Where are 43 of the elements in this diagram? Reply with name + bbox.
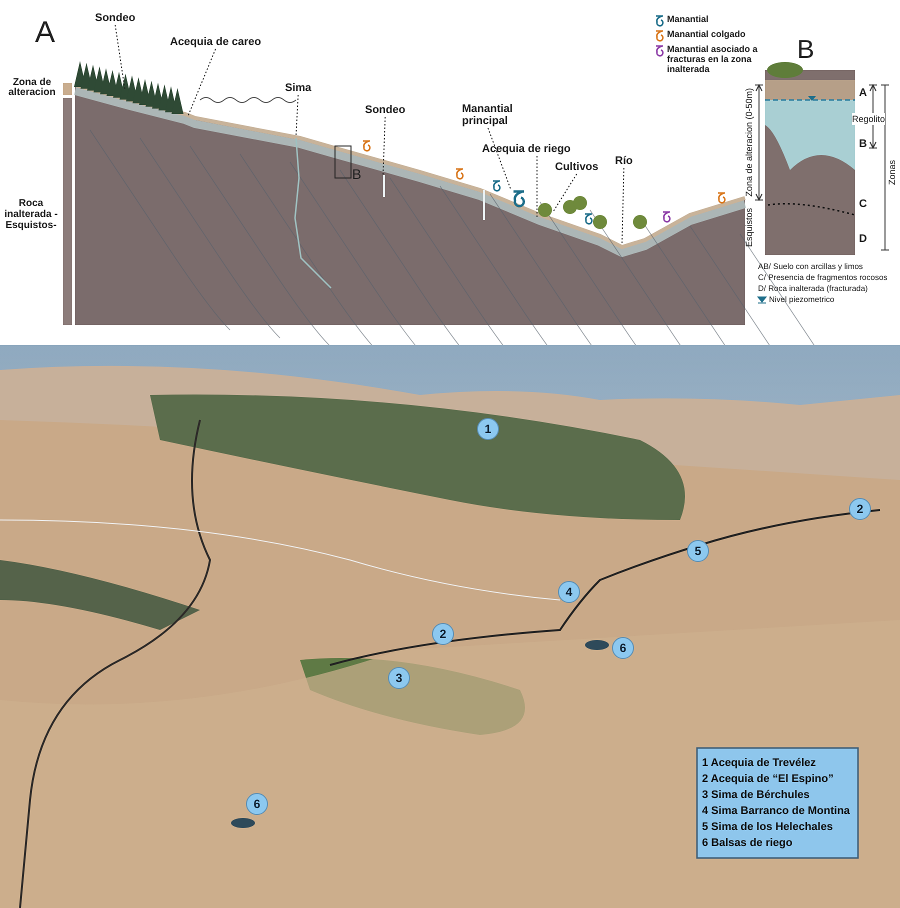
legend-item: Manantial colgado [667,29,747,39]
leader-line [488,128,512,190]
legend-item: Manantial asociado a fracturas en la zona inalterada [667,44,759,74]
zone-label: Zonas [886,160,898,186]
term-label: Acequia de riego [482,143,592,155]
legend-item: 5 Sima de los Helechales [702,820,833,834]
leader-line [552,174,578,212]
note-text: C/ Presencia de fragmentos rocosos [758,273,888,283]
term-label: Río [615,155,633,167]
note-text: AB/ Suelo con arcillas y limos [758,262,863,272]
leader-line [296,94,299,136]
legend-item: 4 Sima Barranco de Montina [702,804,850,818]
legend-item: 2 Acequia de “El Espino” [702,772,834,786]
layer-letter: C [859,198,867,210]
note-text: D/ Roca inalterada (fracturada) [758,284,868,294]
panel-letter: B [352,168,362,180]
spring-icon [512,190,526,208]
legend-item: Nivel piezometrico [769,295,834,305]
legend-item: 3 Sima de Bérchules [702,788,810,802]
leader-line [382,116,386,176]
term-label: Sondeo [95,12,136,24]
leader-line [622,168,624,244]
zone-label: Zona de alteracion (0-50m) [743,88,755,197]
zone-label: Regolito [852,113,886,125]
layer-letter: A [859,87,867,99]
zone-label: Roca inalterada -Esquistos- [3,198,59,231]
zone-label: Zona de alteracion [7,78,57,98]
zone-label: Esquistos [743,208,755,248]
leader-line [536,156,538,218]
legend-item: Manantial [667,14,710,24]
term-label: Sima [285,82,312,94]
term-label: Sondeo [365,104,406,116]
legend-item: 6 Balsas de riego [702,836,792,850]
panel-letter: B [797,36,814,62]
layer-letter: B [859,138,867,150]
leader-line [188,48,216,116]
term-label: Cultivos [555,161,598,173]
term-label: Manantial principal [462,103,514,127]
layer-letter: D [859,233,867,245]
leader-line [114,24,126,90]
term-label: Acequia de careo [170,36,262,48]
panel-letter: A [35,18,56,48]
legend-item: 1 Acequia de Trevélez [702,756,816,770]
